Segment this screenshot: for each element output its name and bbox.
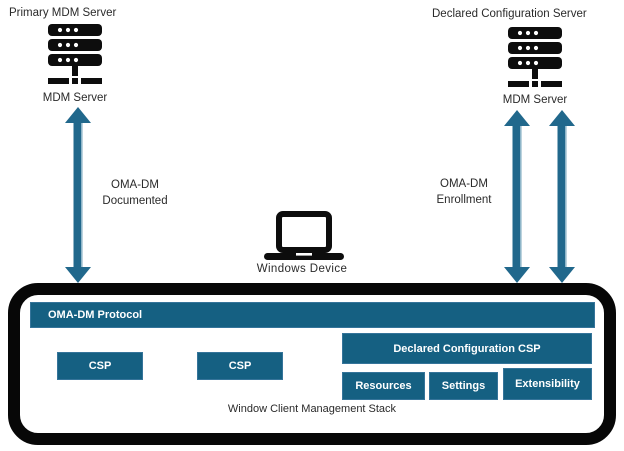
right-mdm-server-caption: MDM Server [502, 94, 568, 106]
csp-box-middle: CSP [197, 352, 283, 380]
oma-dm-documented-label: OMA-DM Documented [102, 179, 168, 207]
server-icon [47, 24, 103, 86]
server-icon [507, 27, 563, 89]
csp-box-left: CSP [57, 352, 143, 380]
double-arrow-icon [549, 110, 575, 283]
windows-device-caption: Windows Device [256, 263, 348, 275]
resources-box: Resources [342, 372, 425, 400]
oma-dm-enrollment-label: OMA-DM Enrollment [436, 178, 492, 206]
laptop-icon [264, 211, 344, 261]
double-arrow-icon [65, 107, 91, 283]
primary-mdm-server-title: Primary MDM Server [9, 7, 117, 19]
left-mdm-server-caption: MDM Server [42, 92, 108, 104]
settings-box: Settings [429, 372, 498, 400]
stack-caption: Window Client Management Stack [227, 403, 397, 415]
extensibility-box: Extensibility [503, 368, 592, 400]
declared-configuration-csp-box: Declared Configuration CSP [342, 333, 592, 364]
declared-configuration-server-title: Declared Configuration Server [432, 8, 587, 20]
double-arrow-icon [504, 110, 530, 283]
oma-dm-protocol-bar: OMA-DM Protocol [30, 302, 595, 328]
